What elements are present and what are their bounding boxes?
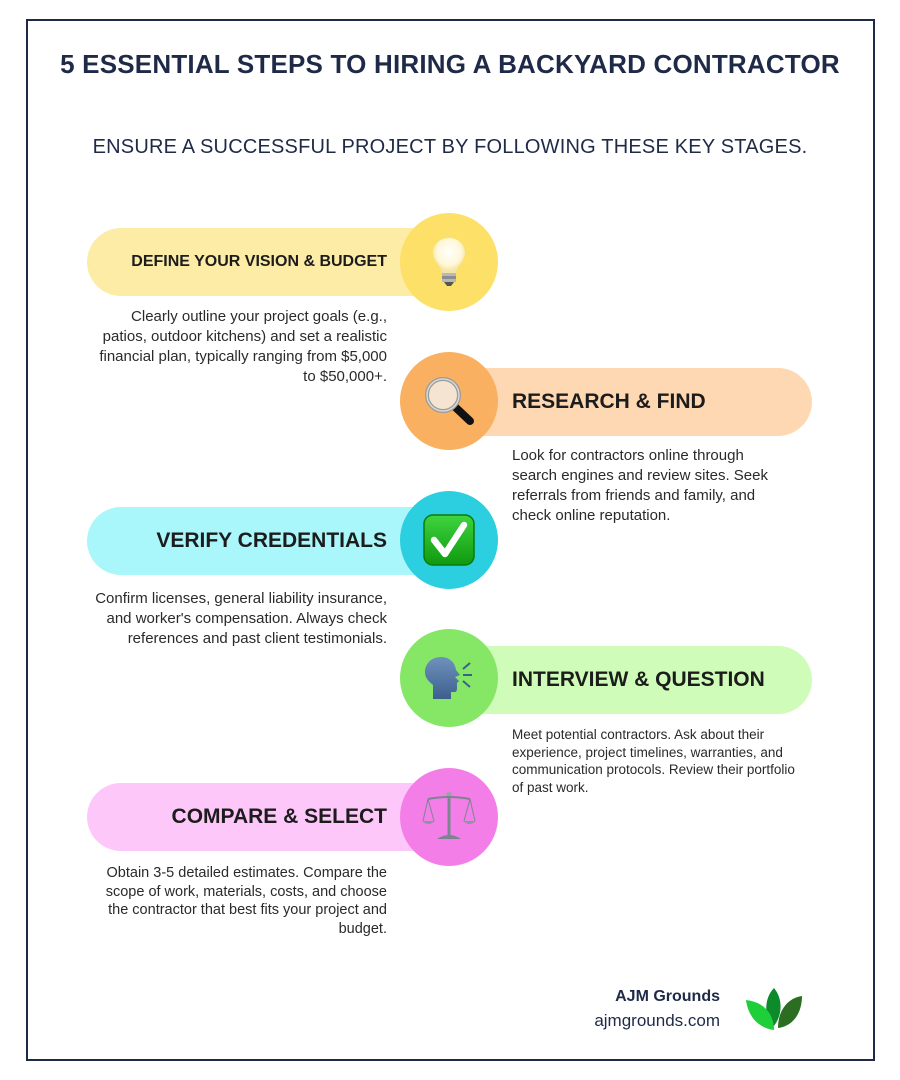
step-3-title: VERIFY CREDENTIALS: [156, 529, 387, 552]
step-4-banner: INTERVIEW & QUESTION: [452, 646, 812, 714]
step-5-title: COMPARE & SELECT: [171, 805, 387, 828]
brand-name: AJM Grounds: [615, 988, 720, 1005]
page-subtitle: ENSURE A SUCCESSFUL PROJECT BY FOLLOWING…: [92, 136, 808, 158]
step-3-banner: VERIFY CREDENTIALS: [87, 507, 447, 575]
step-2-title: RESEARCH & FIND: [512, 390, 706, 413]
step-4-title: INTERVIEW & QUESTION: [512, 668, 765, 691]
leaf-logo-icon: [744, 986, 804, 1037]
step-4-description: Meet potential contractors. Ask about th…: [512, 727, 795, 795]
brand-block: AJM Grounds ajmgrounds.com: [594, 986, 720, 1034]
page-title: 5 ESSENTIAL STEPS TO HIRING A BACKYARD C…: [60, 49, 840, 79]
balance-scale-icon: [422, 791, 476, 843]
infographic-frame: [26, 19, 875, 1061]
step-5-icon-circle: [400, 768, 498, 866]
step-5-description: Obtain 3-5 detailed estimates. Compare t…: [105, 865, 387, 937]
step-1-title: DEFINE YOUR VISION & BUDGET: [131, 253, 387, 270]
magnifying-glass-icon: [422, 374, 476, 428]
step-2-banner: RESEARCH & FIND: [452, 368, 812, 436]
check-mark-icon: [423, 514, 475, 566]
step-2-description: Look for contractors online through sear…: [512, 447, 768, 524]
step-4-icon-circle: [400, 629, 498, 727]
step-1-icon-circle: [400, 213, 498, 311]
step-3-description: Confirm licenses, general liability insu…: [95, 590, 387, 647]
step-2-icon-circle: [400, 352, 498, 450]
step-1-description: Clearly outline your project goals (e.g.…: [99, 308, 387, 385]
step-5-banner: COMPARE & SELECT: [87, 783, 447, 851]
step-3-icon-circle: [400, 491, 498, 589]
step-1-banner: DEFINE YOUR VISION & BUDGET: [87, 228, 447, 296]
brand-url[interactable]: ajmgrounds.com: [594, 1011, 720, 1030]
speaking-head-icon: [423, 655, 475, 701]
lightbulb-icon: [429, 235, 469, 289]
